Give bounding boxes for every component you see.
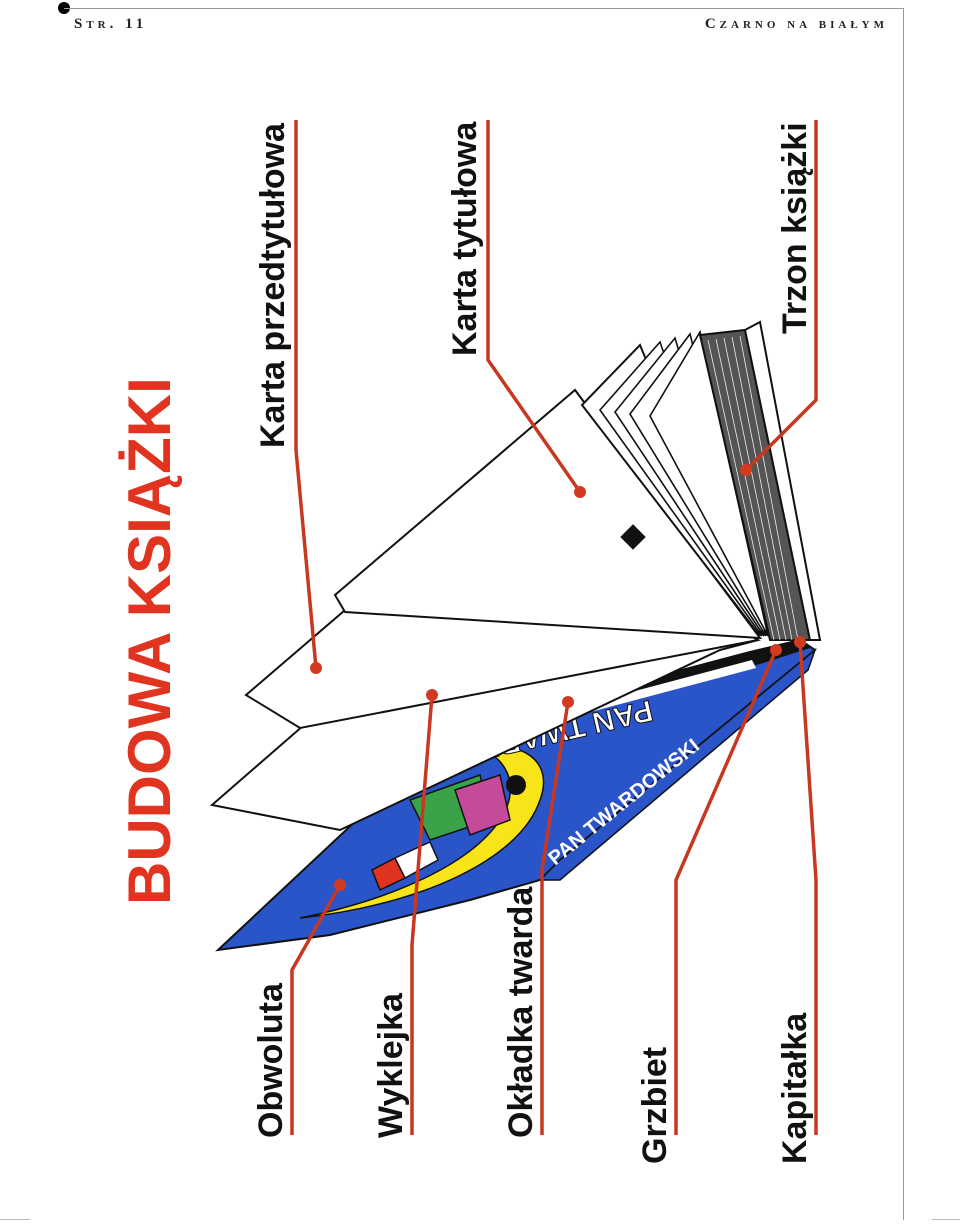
label-grzbiet: Grzbiet [636, 1047, 674, 1164]
label-wyklejka: Wyklejka [372, 992, 410, 1138]
book-illustration: PAN TWARDOWSKI PAN TWARDOWSKI [209, 320, 822, 952]
leader-lines [290, 120, 818, 1135]
bottom-rule-left [0, 1219, 30, 1220]
section-title: Czarno na białym [704, 16, 888, 32]
page-frame [64, 8, 904, 1220]
label-obwoluta: Obwoluta [252, 982, 290, 1138]
diagram-title: BUDOWA KSIĄŻKI [116, 377, 183, 905]
text-block-lines [707, 335, 799, 641]
title-mark [620, 524, 646, 550]
half-title-page-back [333, 388, 763, 640]
fanned-pages [598, 329, 769, 637]
label-kapitalka: Kapitałka [776, 1012, 814, 1164]
page-number: Str. 11 [74, 16, 148, 32]
bottom-rule-right [932, 1219, 960, 1220]
label-okladka-twarda: Okładka twarda [502, 886, 540, 1138]
cover-spine-strip [538, 647, 817, 881]
label-karta-tytulowa: Karta tytułowa [446, 121, 484, 356]
figure-illustration [371, 774, 526, 892]
label-trzon-ksiazki: Trzon książki [776, 122, 814, 334]
label-karta-przedtytulowa: Karta przedtytułowa [254, 122, 292, 448]
